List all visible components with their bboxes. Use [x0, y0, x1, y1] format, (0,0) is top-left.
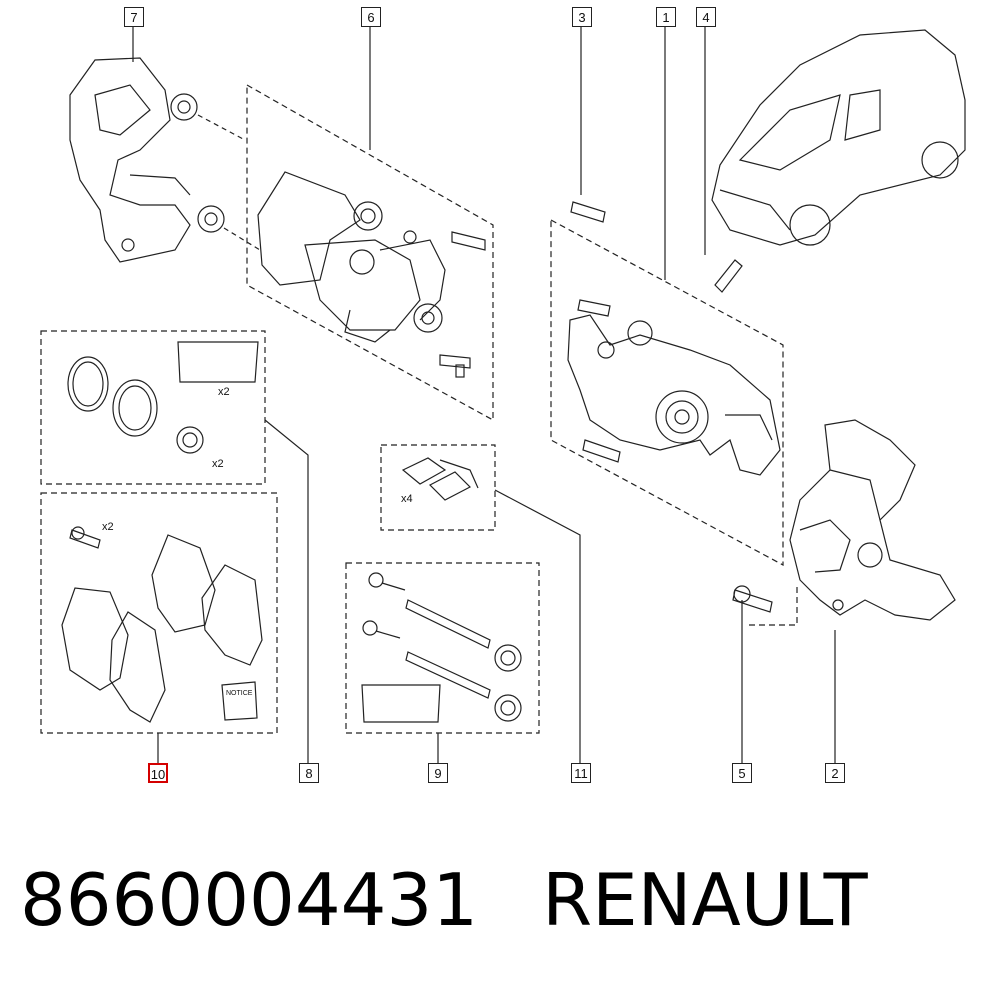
- caliper-bracket-part7: [69, 57, 261, 263]
- quantity-clip: x4: [401, 493, 413, 505]
- quantity-boot: x2: [212, 458, 224, 470]
- clips-part11: [401, 457, 479, 501]
- callout-2: 2: [825, 763, 845, 783]
- bleed-screw-part4: [714, 259, 743, 293]
- caliper-assembly-part1: [567, 201, 781, 476]
- callout-11: 11: [571, 763, 591, 783]
- quantity-bolt: x2: [102, 521, 114, 533]
- guide-pin-kit-part9: [361, 572, 522, 723]
- van-illustration: [711, 29, 966, 246]
- caption: 8660004431 RENAULT: [20, 858, 868, 942]
- leader-lines: [132, 26, 836, 763]
- callout-7: 7: [124, 7, 144, 27]
- callout-4: 4: [696, 7, 716, 27]
- callout-8: 8: [299, 763, 319, 783]
- quantity-seal: x2: [218, 386, 230, 398]
- callout-5: 5: [732, 763, 752, 783]
- group-frames: [40, 83, 798, 734]
- callout-3: 3: [572, 7, 592, 27]
- bolt-part5: [732, 585, 773, 613]
- brand-name: RENAULT: [542, 858, 868, 942]
- exploded-brake-diagram: [40, 26, 966, 763]
- notice-label: NOTICE: [226, 690, 253, 697]
- carrier-bracket-part2: [789, 419, 956, 621]
- caliper-part6: [257, 171, 486, 378]
- part-number: 8660004431: [20, 858, 479, 942]
- callout-1: 1: [656, 7, 676, 27]
- callout-10: 10: [148, 763, 168, 783]
- brake-pads-part10: [61, 526, 263, 723]
- callout-9: 9: [428, 763, 448, 783]
- seal-kit-part8: [67, 341, 259, 454]
- callout-6: 6: [361, 7, 381, 27]
